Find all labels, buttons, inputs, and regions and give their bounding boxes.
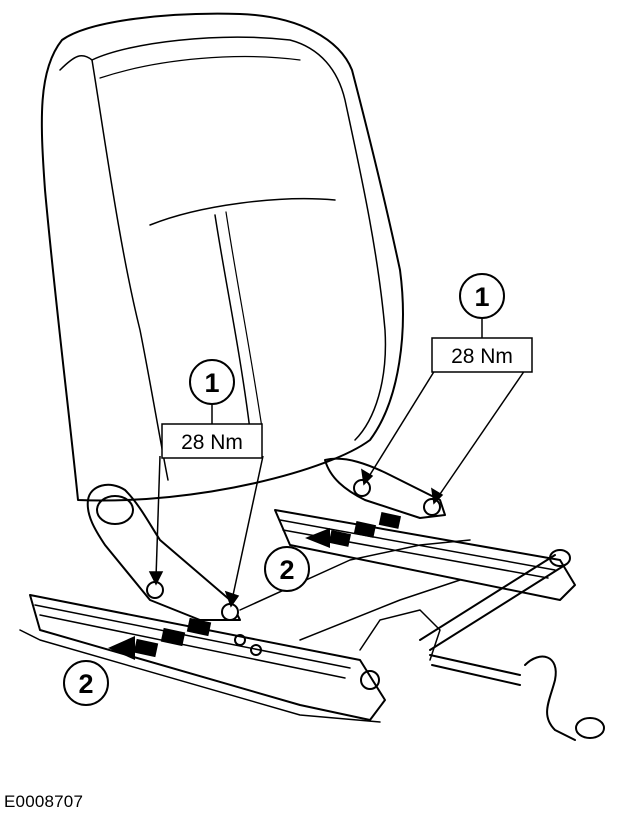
right-seat-track — [274, 509, 576, 601]
callout-left-torque-value: 28 Nm — [181, 431, 243, 454]
arrowhead-right-b — [431, 487, 444, 505]
callout-center-number: 2 — [279, 555, 294, 585]
left-track-foot — [19, 629, 381, 723]
seat-back-seam — [149, 198, 336, 226]
adjuster-handle — [524, 655, 576, 741]
adjuster-lever — [429, 654, 521, 686]
callout-right-torque: 1 28 Nm — [431, 273, 533, 373]
leader-line-right-b — [437, 369, 526, 498]
seat-back-center-seam — [214, 214, 251, 431]
callout-bottom-number: 2 — [78, 669, 93, 699]
bracket-hole — [250, 644, 262, 656]
arrowhead-left-b — [224, 590, 240, 608]
left-seat-track-lip — [34, 604, 351, 679]
figure-id-label: E0008707 — [4, 792, 84, 811]
callout-bottom-step: 2 — [63, 660, 109, 706]
direction-arrow-right — [305, 512, 402, 548]
seat-back-inner-panel — [91, 36, 387, 441]
right-recliner-bracket — [324, 457, 446, 519]
bracket-hole — [234, 634, 246, 646]
seat-back-outline — [40, 12, 404, 502]
leader-line-right-a — [367, 369, 436, 479]
bolt-right-rear — [423, 498, 441, 516]
bolt-left-front — [146, 581, 164, 599]
seat-back-top-seam — [99, 55, 301, 79]
right-seat-track-lip — [279, 519, 556, 579]
seat-back-bolster-line — [59, 54, 169, 481]
rail-pivot — [360, 670, 380, 690]
callout-left-torque: 1 28 Nm — [161, 359, 263, 459]
leader-line-left-a — [155, 455, 161, 579]
bolt-left-rear — [221, 603, 239, 621]
bolt-right-front — [353, 479, 371, 497]
callout-center-step: 2 — [264, 546, 310, 592]
callout-left-number: 1 — [204, 368, 219, 398]
seat-back-center-seam-2 — [225, 211, 263, 429]
seat-frame-member-2 — [359, 609, 441, 661]
left-recliner-bracket — [86, 483, 241, 621]
adjuster-knob — [575, 717, 605, 739]
arrowhead-right-a — [361, 468, 374, 486]
arrowhead-left-a — [148, 571, 164, 586]
left-seat-track — [29, 594, 386, 721]
cross-tube-end — [549, 549, 571, 567]
leader-line-left-b — [231, 455, 264, 601]
left-pivot-boss — [96, 495, 134, 525]
callout-right-torque-value: 28 Nm — [451, 345, 513, 368]
direction-arrow-left — [108, 617, 212, 660]
callout-right-number: 1 — [474, 282, 489, 312]
cross-tube — [419, 554, 566, 651]
